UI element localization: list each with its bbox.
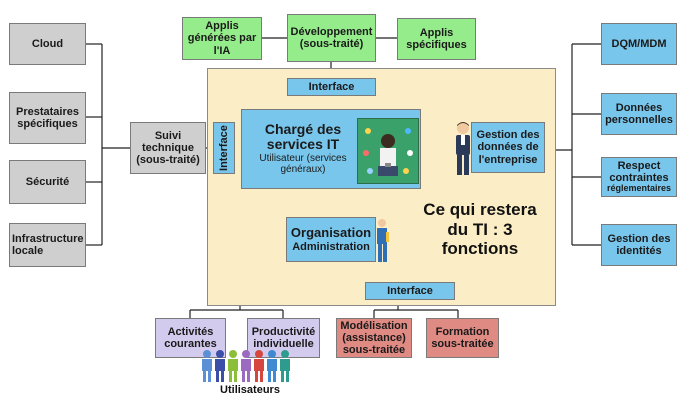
infrastructure-label: Infrastructure locale xyxy=(12,232,84,257)
formation-box: Formation sous-traitée xyxy=(426,318,499,358)
users-label: Utilisateurs xyxy=(220,384,280,396)
applis-specifiques-box: Applis spécifiques xyxy=(397,18,476,60)
charge-services-title: Chargé des services IT xyxy=(264,121,342,152)
gestion-donnees-box: Gestion des données de l'entreprise xyxy=(471,122,545,173)
worker-icon xyxy=(377,219,389,262)
charge-services-subtitle: Utilisateur (services généraux) xyxy=(259,153,347,176)
interface-top-label: Interface xyxy=(308,80,355,93)
donnees-personnelles-box: Données personnelles xyxy=(601,93,677,135)
developpement-box: Développement (sous-traité) xyxy=(287,14,376,62)
organisation-subtitle: Administration xyxy=(292,240,370,253)
cloud-box: Cloud xyxy=(9,23,86,65)
cloud-label: Cloud xyxy=(31,37,64,50)
prestataires-label: Prestataires spécifiques xyxy=(16,105,79,130)
infrastructure-box: Infrastructure locale xyxy=(9,223,86,267)
modelisation-box: Modélisation (assistance) sous-traitée xyxy=(336,318,412,358)
gestion-label: Gestion des données de l'entreprise xyxy=(476,129,540,166)
organisation-title: Organisation xyxy=(290,225,372,241)
gestion-identites-box: Gestion des identités xyxy=(601,224,677,266)
it-person-illustration xyxy=(357,118,419,184)
gestion-identites-label: Gestion des identités xyxy=(607,232,671,257)
interface-bottom-box: Interface xyxy=(365,282,455,300)
securite-box: Sécurité xyxy=(9,160,86,204)
interface-left-box: Interface xyxy=(213,122,235,174)
organisation-box: Organisation Administration xyxy=(286,217,376,262)
suivi-label: Suivi technique (sous-traité) xyxy=(136,129,200,167)
dqm-mdm-box: DQM/MDM xyxy=(601,23,677,65)
prestataires-box: Prestataires spécifiques xyxy=(9,92,86,144)
reglementaires-label: réglementaires xyxy=(606,183,672,194)
interface-top-box: Interface xyxy=(287,78,376,96)
suivi-technique-box: Suivi technique (sous-traité) xyxy=(130,122,206,174)
businessman-icon xyxy=(456,122,470,175)
activites-label: Activités courantes xyxy=(164,325,217,350)
interface-bottom-label: Interface xyxy=(387,284,433,297)
respect-label: Respect contraintes xyxy=(609,159,669,185)
users-group-icon xyxy=(202,350,290,382)
modelisation-label: Modélisation (assistance) sous-traitée xyxy=(340,319,408,357)
charge-services-it-box: Chargé des services IT Utilisateur (serv… xyxy=(241,109,421,189)
interface-left-label: Interface xyxy=(217,125,230,171)
dqm-label: DQM/MDM xyxy=(611,37,667,50)
productivite-box: Productivité individuelle xyxy=(247,318,320,358)
activites-courantes-box: Activités courantes xyxy=(155,318,226,358)
developpement-label: Développement (sous-traité) xyxy=(290,25,373,50)
formation-label: Formation sous-traitée xyxy=(431,325,494,350)
donnees-personnelles-label: Données personnelles xyxy=(605,101,673,126)
big-text: Ce qui restera du TI : 3 fonctions xyxy=(423,200,537,259)
securite-label: Sécurité xyxy=(25,175,70,188)
productivite-label: Productivité individuelle xyxy=(251,325,316,350)
applis-ia-box: Applis générées par l'IA xyxy=(182,17,262,60)
applis-specifiques-label: Applis spécifiques xyxy=(406,26,467,51)
applis-ia-label: Applis générées par l'IA xyxy=(187,20,257,57)
